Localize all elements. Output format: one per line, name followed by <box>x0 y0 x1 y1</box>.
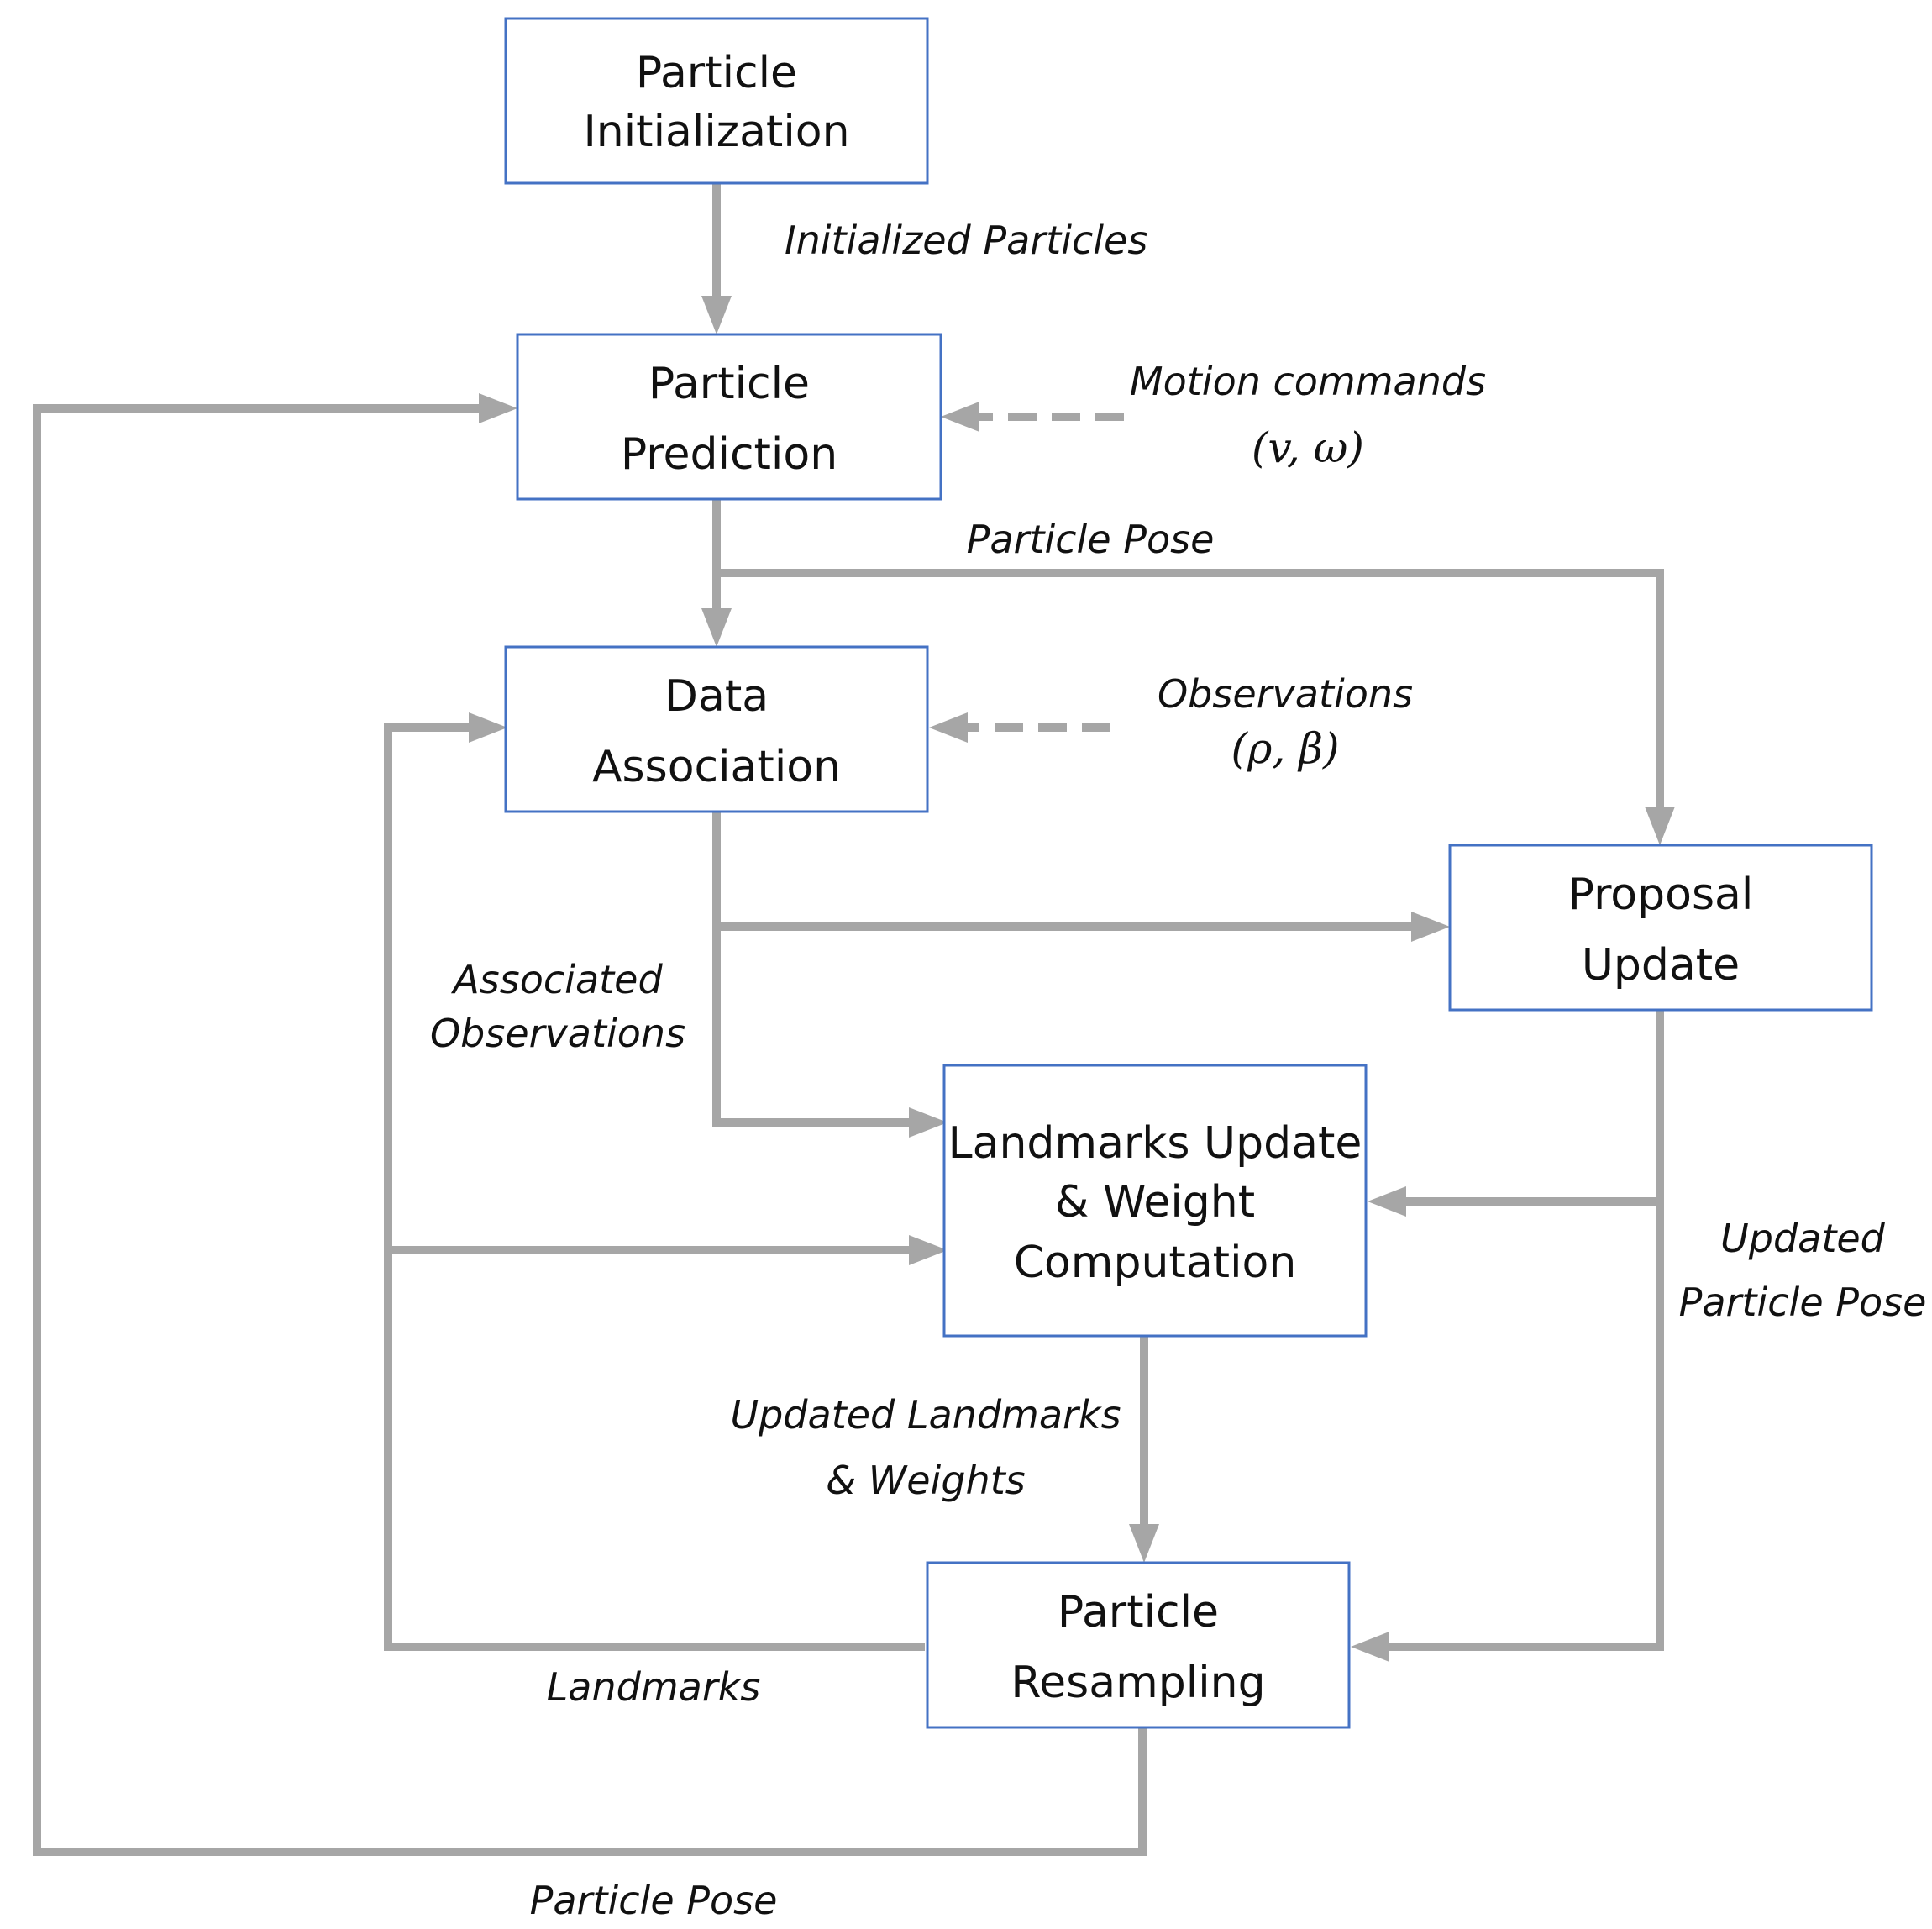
arrowhead <box>909 1235 948 1265</box>
box-frame <box>942 1064 1368 1338</box>
box-proposal-update: Proposal Update <box>1448 844 1873 1012</box>
label-observations-math: (ρ, β) <box>1231 724 1339 773</box>
box-line: Landmarks Update <box>948 1118 1362 1169</box>
arrowhead <box>479 393 517 423</box>
box-line: & Weight <box>1055 1177 1255 1227</box>
arrowhead <box>469 712 507 743</box>
label-particle-pose-top: Particle Pose <box>967 517 1215 562</box>
edge-labels: Initialized Particles Motion commands (v… <box>430 218 1926 1923</box>
box-line: Initialization <box>583 107 849 157</box>
box-line: Data <box>664 671 769 722</box>
arrowhead <box>1368 1186 1406 1217</box>
arrowhead <box>941 402 979 432</box>
edge-association-to-landmarks <box>712 809 913 1127</box>
box-line: Particle <box>1058 1587 1219 1637</box>
box-landmarks-update-weight-computation: Landmarks Update & Weight Computation <box>942 1064 1368 1338</box>
box-line: Computation <box>1014 1238 1297 1288</box>
label-particle-pose-bottom: Particle Pose <box>530 1878 778 1923</box>
box-line: Particle <box>648 359 810 409</box>
box-frame <box>504 17 929 185</box>
label-updated-particle-pose-line2: Particle Pose <box>1679 1280 1927 1325</box>
label-motion-commands: Motion commands <box>1130 359 1486 404</box>
label-landmarks: Landmarks <box>547 1664 761 1710</box>
label-initialized-particles: Initialized Particles <box>785 218 1147 263</box>
edge-pose-to-proposal <box>717 569 1664 811</box>
box-frame <box>504 645 929 813</box>
label-updated-landmarks-line1: Updated Landmarks <box>730 1392 1121 1438</box>
edge-proposal-to-resampling <box>1385 1006 1664 1651</box>
box-line: Association <box>592 742 841 792</box>
arrowhead <box>1411 912 1450 942</box>
box-frame <box>926 1561 1351 1729</box>
box-particle-prediction: Particle Prediction <box>516 333 942 501</box>
arrowhead <box>929 712 968 743</box>
box-particle-initialization: Particle Initialization <box>504 17 929 185</box>
box-line: Prediction <box>621 429 837 480</box>
arrowhead <box>909 1107 948 1138</box>
box-frame <box>516 333 942 501</box>
label-observations: Observations <box>1158 671 1413 717</box>
edge-landmarks-loop <box>384 723 925 1651</box>
box-frame <box>1448 844 1873 1012</box>
box-line: Particle <box>636 48 797 98</box>
box-data-association: Data Association <box>504 645 929 813</box>
box-line: Resampling <box>1011 1658 1265 1708</box>
label-associated-observations-line2: Observations <box>430 1011 685 1056</box>
arrowhead <box>1645 807 1675 845</box>
arrowhead <box>701 608 732 647</box>
arrowhead <box>1129 1524 1159 1563</box>
edge-resampling-to-prediction <box>33 404 1147 1856</box>
label-associated-observations-line1: Associated <box>450 957 663 1002</box>
flow-lines <box>33 179 1675 1856</box>
arrowhead <box>1351 1632 1389 1662</box>
label-updated-particle-pose-line1: Updated <box>1720 1216 1886 1261</box>
label-updated-landmarks-line2: & Weights <box>826 1458 1025 1503</box>
label-motion-commands-math: (v, ω) <box>1252 423 1364 472</box>
box-particle-resampling: Particle Resampling <box>926 1561 1351 1729</box>
arrowhead <box>701 296 732 334</box>
box-line: Proposal <box>1568 870 1754 920</box>
box-line: Update <box>1582 940 1740 991</box>
